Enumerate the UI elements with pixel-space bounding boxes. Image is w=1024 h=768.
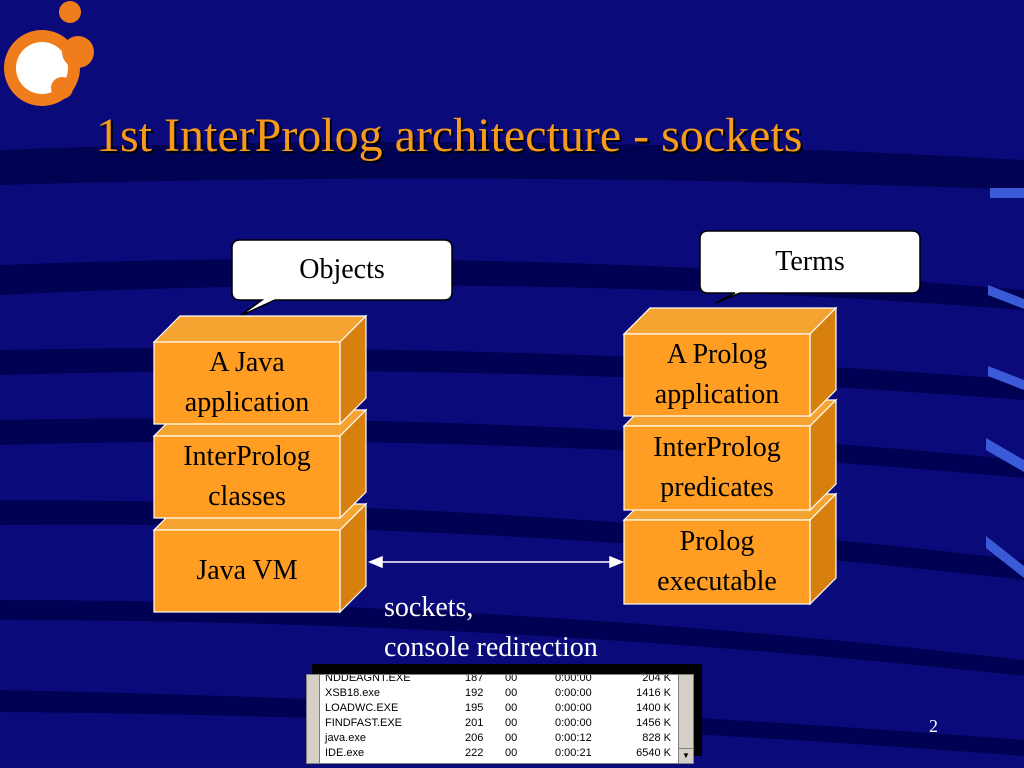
task-cell: 1416 K (636, 687, 671, 699)
task-list-gutter (307, 675, 320, 763)
connector-caption: sockets, console redirection (384, 588, 598, 668)
task-cell: LOADWC.EXE (325, 702, 399, 714)
task-list-rows: NDDEAGNT.EXE 187 00 0:00:00 204 K XSB18.exe 19… (307, 674, 679, 761)
interprolog-predicates-box: InterProlog predicates (653, 432, 781, 503)
connector-line-1: sockets, (384, 592, 474, 623)
task-cell: 1400 K (636, 702, 671, 714)
task-cell: 6540 K (636, 747, 671, 759)
task-row[interactable]: LOADWC.EXE 195 00 0:00:00 1400 K (307, 701, 679, 716)
task-cell: 0:00:12 (555, 732, 592, 744)
task-cell: XSB18.exe (325, 687, 381, 699)
task-cell: 0:00:00 (555, 717, 592, 729)
task-row[interactable]: java.exe 206 00 0:00:12 828 K (307, 731, 679, 746)
task-cell: 0:00:21 (555, 747, 592, 759)
scroll-down-icon[interactable]: ▼ (679, 748, 693, 763)
terms-callout: Terms (775, 246, 845, 277)
interprolog-classes-box: InterProlog classes (183, 441, 311, 512)
task-row[interactable]: IDE.exe 222 00 0:00:21 6540 K (307, 746, 679, 761)
task-cell: 192 (465, 687, 484, 699)
task-cell: 00 (505, 687, 518, 699)
task-cell: 828 K (642, 732, 671, 744)
connector-line-2: console redirection (384, 632, 598, 663)
prolog-application-box: A Prolog application (654, 339, 780, 410)
task-cell: 187 (465, 674, 484, 684)
objects-callout: Objects (299, 254, 385, 285)
terms-callout-shape (699, 230, 921, 304)
task-cell: 195 (465, 702, 484, 714)
prolog-executable-box: Prolog executable (657, 526, 777, 597)
task-cell: IDE.exe (325, 747, 365, 759)
java-vm-box: Java VM (196, 555, 298, 586)
slide-title: 1st InterProlog architecture - sockets (96, 109, 803, 162)
task-cell: 1456 K (636, 717, 671, 729)
task-cell: 00 (505, 702, 518, 714)
sockets-arrow (368, 555, 624, 569)
task-cell: 0:00:00 (555, 702, 592, 714)
task-cell: 0:00:00 (555, 674, 592, 684)
task-cell: 0:00:00 (555, 687, 592, 699)
right-stack (622, 306, 838, 606)
task-list-scrollbar[interactable]: ▼ (678, 675, 693, 763)
left-stack (152, 314, 368, 614)
task-cell: 222 (465, 747, 484, 759)
objects-callout-shape (231, 239, 453, 317)
task-cell: 00 (505, 717, 518, 729)
task-cell: NDDEAGNT.EXE (325, 674, 411, 684)
task-list-window: NDDEAGNT.EXE 187 00 0:00:00 204 K XSB18.exe 19… (306, 674, 694, 764)
java-application-box: A Java application (184, 347, 310, 418)
task-cell: FINDFAST.EXE (325, 717, 403, 729)
task-cell: 204 K (642, 674, 671, 684)
task-row[interactable]: XSB18.exe 192 00 0:00:00 1416 K (307, 686, 679, 701)
task-cell: 00 (505, 732, 518, 744)
page-number: 2 (929, 716, 938, 736)
task-cell: 00 (505, 747, 518, 759)
task-cell: 201 (465, 717, 484, 729)
task-cell: 206 (465, 732, 484, 744)
task-cell: 00 (505, 674, 518, 684)
task-cell: java.exe (325, 732, 366, 744)
task-row[interactable]: NDDEAGNT.EXE 187 00 0:00:00 204 K (307, 674, 679, 686)
task-row[interactable]: FINDFAST.EXE 201 00 0:00:00 1456 K (307, 716, 679, 731)
